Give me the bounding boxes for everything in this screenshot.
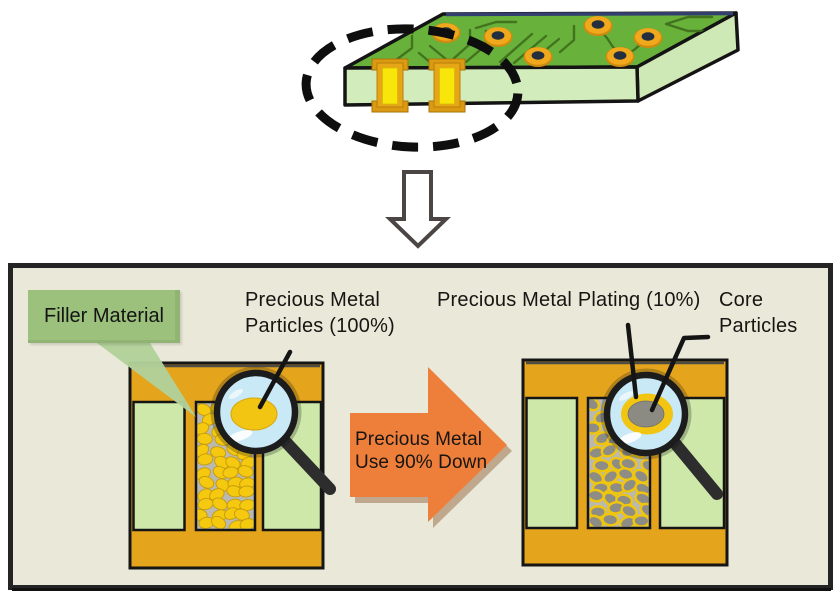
magnified-core-particle [627, 400, 665, 428]
core-pointer-line [649, 334, 711, 413]
left-diagram-label: Precious Metal Particles (100%) [245, 289, 395, 337]
circuit-board-illustration [343, 11, 740, 113]
filler-callout-label: Filler Material [43, 305, 165, 327]
resin-block-left [525, 396, 579, 530]
plating-pointer-line [625, 322, 639, 400]
magnifier-handle [668, 436, 723, 500]
transition-arrow-label: Precious Metal Use 90% Down [355, 429, 488, 473]
lens-rim [213, 369, 299, 455]
right-core-label: Core Particles [719, 289, 798, 337]
right-plating-label: Precious Metal Plating (10%) [437, 289, 701, 311]
down-arrow-icon [385, 170, 451, 249]
magnified-metal-particle [230, 397, 278, 431]
pointer-line [257, 349, 293, 410]
lens-rim [603, 371, 689, 457]
board-back-edge [445, 11, 734, 17]
board-front-face [343, 65, 640, 107]
magnifying-glass-icon-left [210, 349, 336, 495]
through-via-right [428, 58, 466, 113]
transition-arrow [350, 367, 512, 528]
magnifying-glass-icon-right [600, 322, 723, 500]
filler-callout-tail [97, 343, 196, 417]
left-via-diagram [128, 361, 325, 570]
through-via-left [371, 58, 409, 113]
filler-callout: Filler Material [28, 290, 180, 343]
magnifier-handle [278, 434, 336, 495]
precious-metal-particles [197, 403, 254, 529]
resin-block-left [132, 400, 186, 532]
dashed-ellipse-highlight [301, 24, 523, 152]
arrow-body [350, 367, 507, 522]
